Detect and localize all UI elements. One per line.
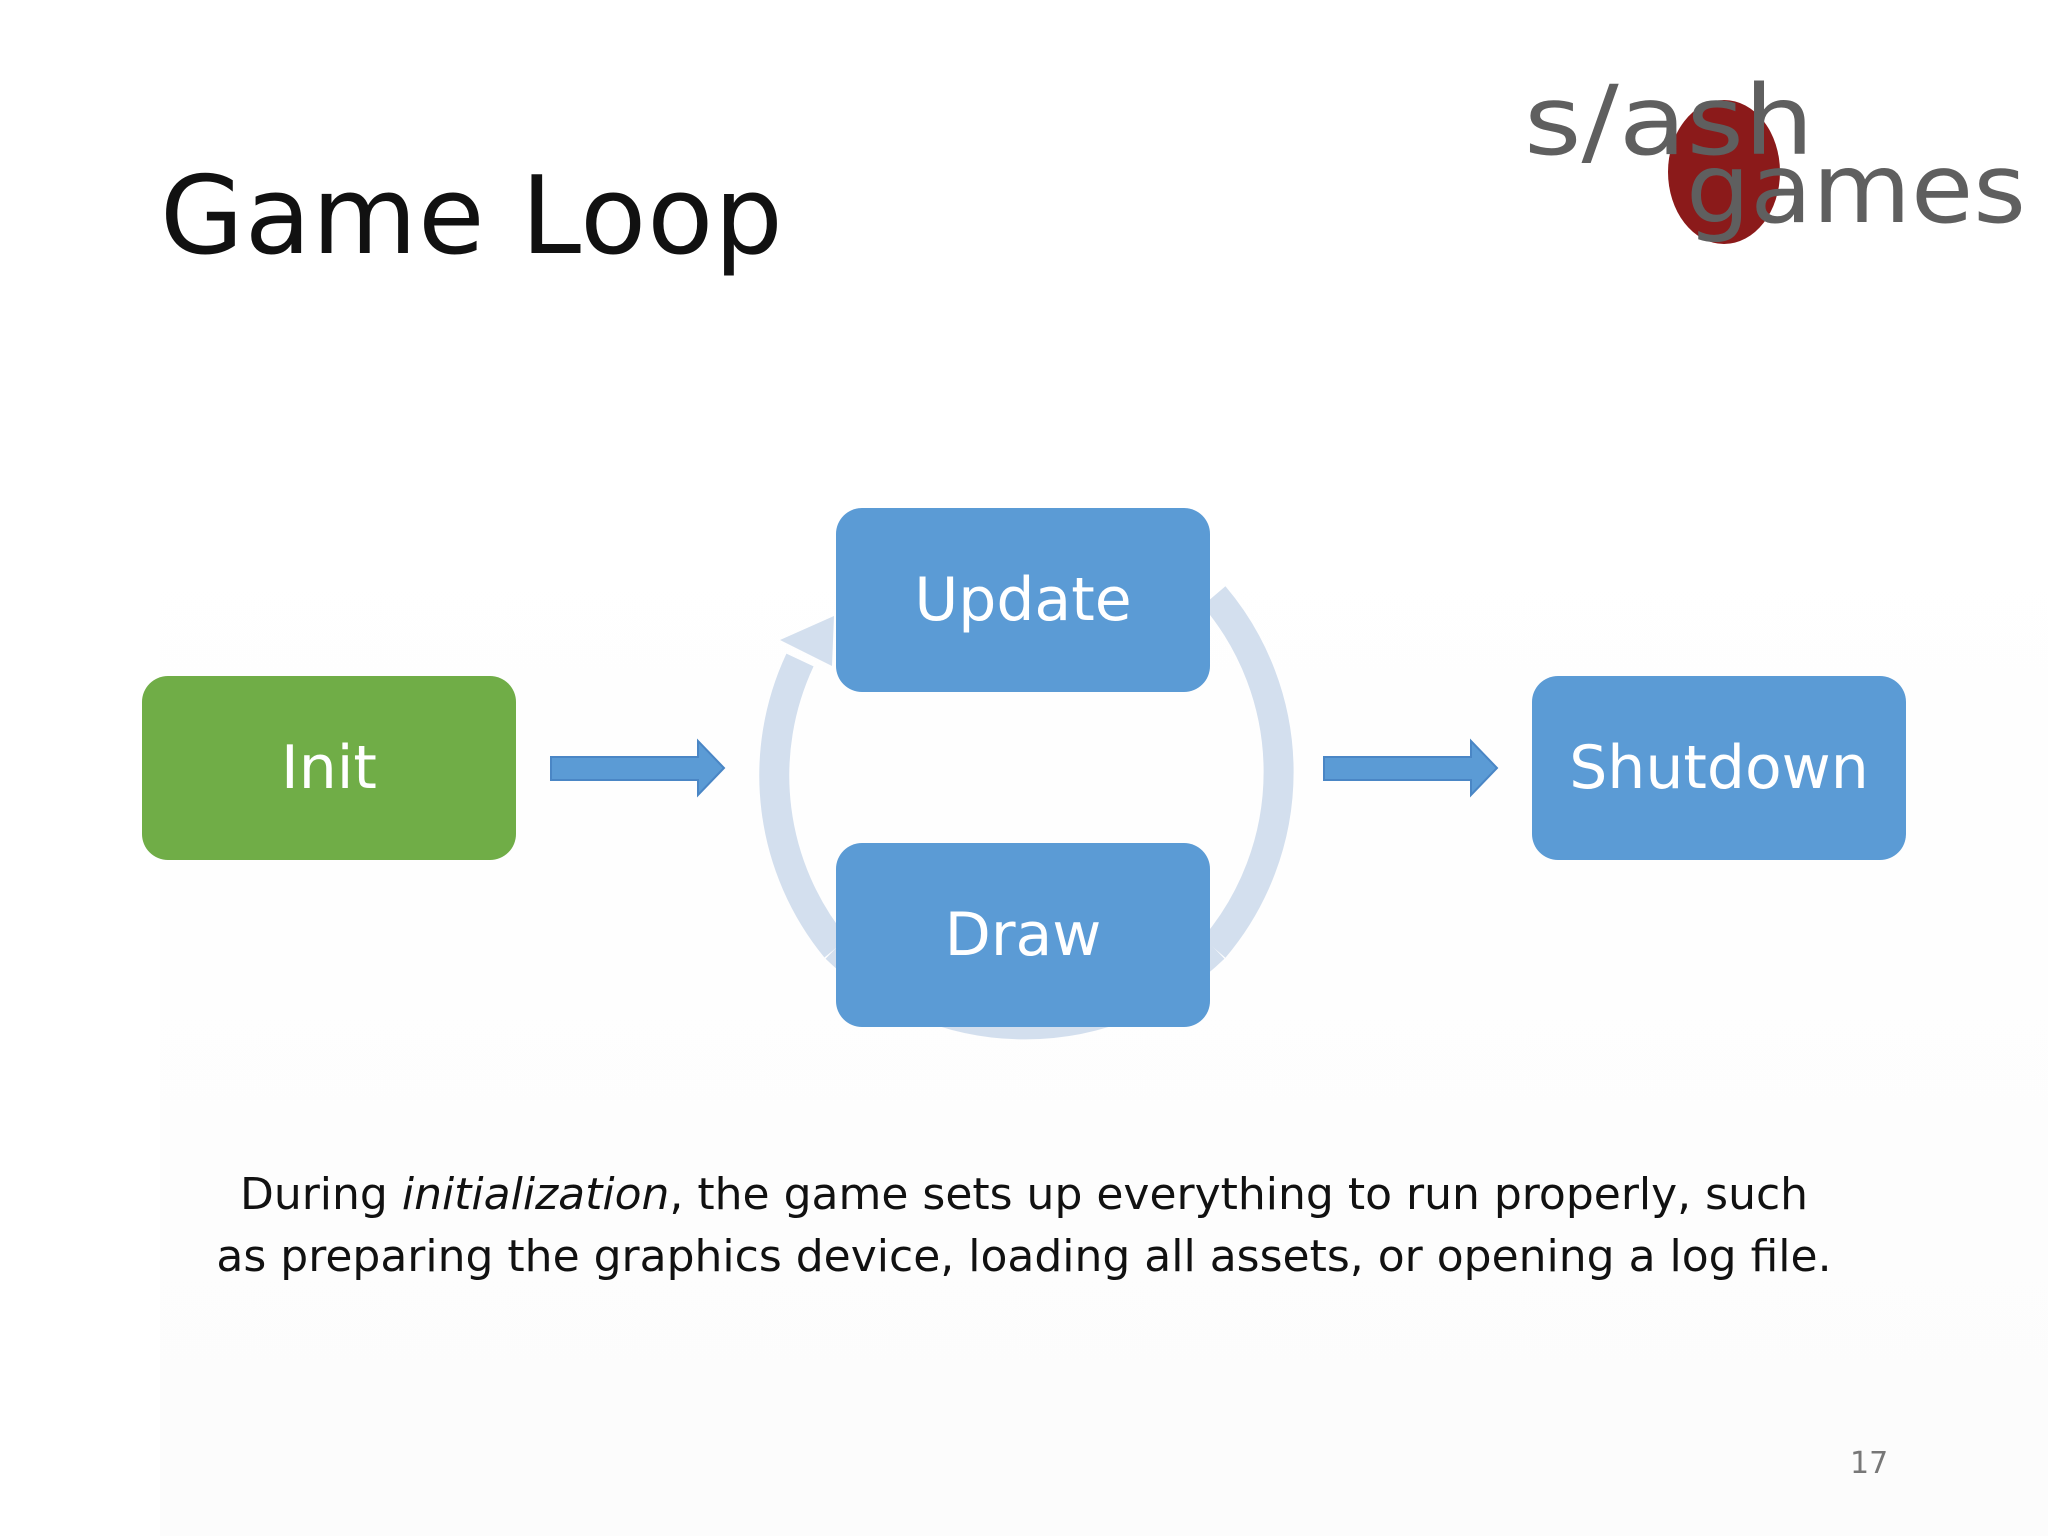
logo-circle: [1668, 100, 1780, 244]
caption-emphasis: initialization: [401, 1169, 670, 1220]
node-init-label: Init: [281, 733, 377, 803]
loop-arc-left: [759, 653, 848, 958]
caption-line-1-start: During: [239, 1169, 402, 1220]
node-init: Init: [142, 676, 516, 860]
node-update: Update: [836, 508, 1210, 692]
node-init-box: [142, 676, 516, 860]
node-draw-label: Draw: [945, 900, 1102, 970]
logo-bottom-text: games: [1686, 133, 2026, 245]
node-shutdown-label: Shutdown: [1569, 733, 1869, 803]
caption-line-1: During initialization, the game sets up …: [160, 1164, 1888, 1226]
loop-arc-right: [1202, 586, 1294, 958]
caption: During initialization, the game sets up …: [160, 1164, 1888, 1288]
arrow-init-to-loop: [550, 738, 726, 798]
loop-arrowhead-icon: [780, 616, 834, 666]
node-shutdown-box: [1532, 676, 1906, 860]
caption-line-2: as preparing the graphics device, loadin…: [216, 1231, 1832, 1282]
page-number: 17: [1850, 1446, 1889, 1481]
node-draw: Draw: [836, 843, 1210, 1027]
flow-arrow-icon: [550, 738, 726, 798]
slash-games-logo: s/ash games: [1524, 70, 2026, 245]
node-update-label: Update: [914, 565, 1131, 635]
node-draw-box: [836, 843, 1210, 1027]
slide-title: Game Loop: [160, 154, 784, 279]
caption-line-1-end: , the game sets up everything to run pro…: [669, 1169, 1809, 1220]
arrow-loop-to-shutdown: [1323, 738, 1499, 798]
flow-arrow-icon: [1323, 738, 1499, 798]
node-update-box: [836, 508, 1210, 692]
logo-top-text: s/ash: [1524, 70, 1814, 177]
node-shutdown: Shutdown: [1532, 676, 1906, 860]
